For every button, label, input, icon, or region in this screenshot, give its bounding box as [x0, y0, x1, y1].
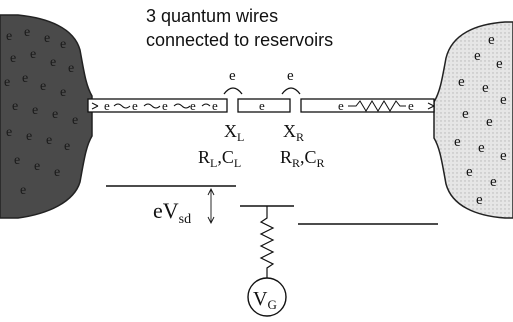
right-reservoir-electron-3: e: [496, 56, 503, 72]
right-reservoir-electron-8: e: [486, 114, 493, 130]
left-wire-wave: [113, 103, 211, 109]
junction-left-rc: RL,CL: [198, 147, 241, 170]
gate-voltage-label: VG: [253, 288, 277, 312]
left-reservoir-electron-23: e: [54, 165, 60, 180]
left-reservoir-electron-2: e: [24, 25, 30, 40]
left-reservoir-electron-19: e: [46, 133, 52, 148]
diagram-title-line1: 3 quantum wires: [146, 6, 278, 26]
left-reservoir-electron-13: e: [12, 99, 18, 114]
tunneling-electron-left-label: e: [229, 68, 236, 84]
left-reservoir-electron-10: e: [22, 71, 28, 86]
quantum-wire-left: [87, 98, 228, 113]
tunneling-electron-right: e: [281, 68, 301, 95]
left-reservoir-electron-6: e: [30, 47, 36, 62]
right-reservoir-electron-2: e: [474, 48, 481, 64]
right-reservoir-electron-9: e: [454, 134, 461, 150]
left-reservoir-electron-3: e: [44, 31, 50, 46]
left-reservoir-electron-8: e: [68, 61, 74, 76]
right-reservoir-electron-11: e: [500, 148, 507, 164]
left-reservoir-electron-5: e: [10, 51, 16, 66]
left-reservoir-electron-12: e: [60, 85, 66, 100]
middle-wire-electron: e: [259, 98, 265, 113]
right-reservoir: [433, 21, 513, 219]
right-reservoir-electron-6: e: [500, 92, 507, 108]
right-reservoir-electron-1: e: [488, 32, 495, 48]
left-reservoir-electron-20: e: [64, 139, 70, 154]
tunneling-electron-right-label: e: [287, 68, 294, 84]
bias-arrow: [207, 187, 215, 225]
left-reservoir-electron-21: e: [14, 153, 20, 168]
left-reservoir-electron-11: e: [40, 79, 46, 94]
left-wire-electron-3: e: [162, 98, 168, 113]
gate-resistor: [259, 206, 275, 278]
tunneling-electron-left: e: [223, 68, 243, 95]
quantum-dot-wire-middle: [237, 98, 291, 113]
left-reservoir-electron-16: e: [72, 113, 78, 128]
left-reservoir-electron-17: e: [6, 125, 12, 140]
right-reservoir-electron-4: e: [458, 74, 465, 90]
right-wire-spring: [348, 100, 406, 112]
left-reservoir-electron-9: e: [4, 75, 10, 90]
right-reservoir-electron-5: e: [482, 80, 489, 96]
right-reservoir-electron-7: e: [462, 106, 469, 122]
left-reservoir-electron-14: e: [32, 103, 38, 118]
right-reservoir-electron-13: e: [490, 174, 497, 190]
right-wire-electron-2: e: [408, 98, 414, 113]
left-reservoir: [0, 14, 93, 219]
left-reservoir-electron-4: e: [60, 37, 66, 52]
left-reservoir-electron-7: e: [50, 55, 56, 70]
left-wire-electron-4: e: [190, 98, 196, 113]
diagram-title-line2: connected to reservoirs: [146, 30, 333, 50]
quantum-wire-right: [300, 98, 435, 113]
junction-right-rc: RR,CR: [280, 147, 325, 170]
bias-voltage-label: eVsd: [153, 198, 191, 227]
junction-left-label: XL: [224, 121, 244, 144]
left-reservoir-electron-1: e: [6, 29, 12, 44]
left-reservoir-electron-15: e: [52, 107, 58, 122]
left-reservoir-electron-18: e: [26, 129, 32, 144]
junction-right-label: XR: [283, 121, 304, 144]
left-reservoir-electron-22: e: [34, 159, 40, 174]
left-wire-electron-5: e: [212, 98, 218, 113]
left-wire-electron-1: e: [104, 98, 110, 113]
right-wire-electron-1: e: [338, 98, 344, 113]
right-reservoir-electron-10: e: [478, 140, 485, 156]
left-reservoir-electron-24: e: [20, 183, 26, 198]
left-wire-electron-2: e: [132, 98, 138, 113]
gate-voltage-source: [247, 277, 287, 317]
right-reservoir-electron-12: e: [466, 164, 473, 180]
right-reservoir-electron-14: e: [476, 192, 483, 208]
